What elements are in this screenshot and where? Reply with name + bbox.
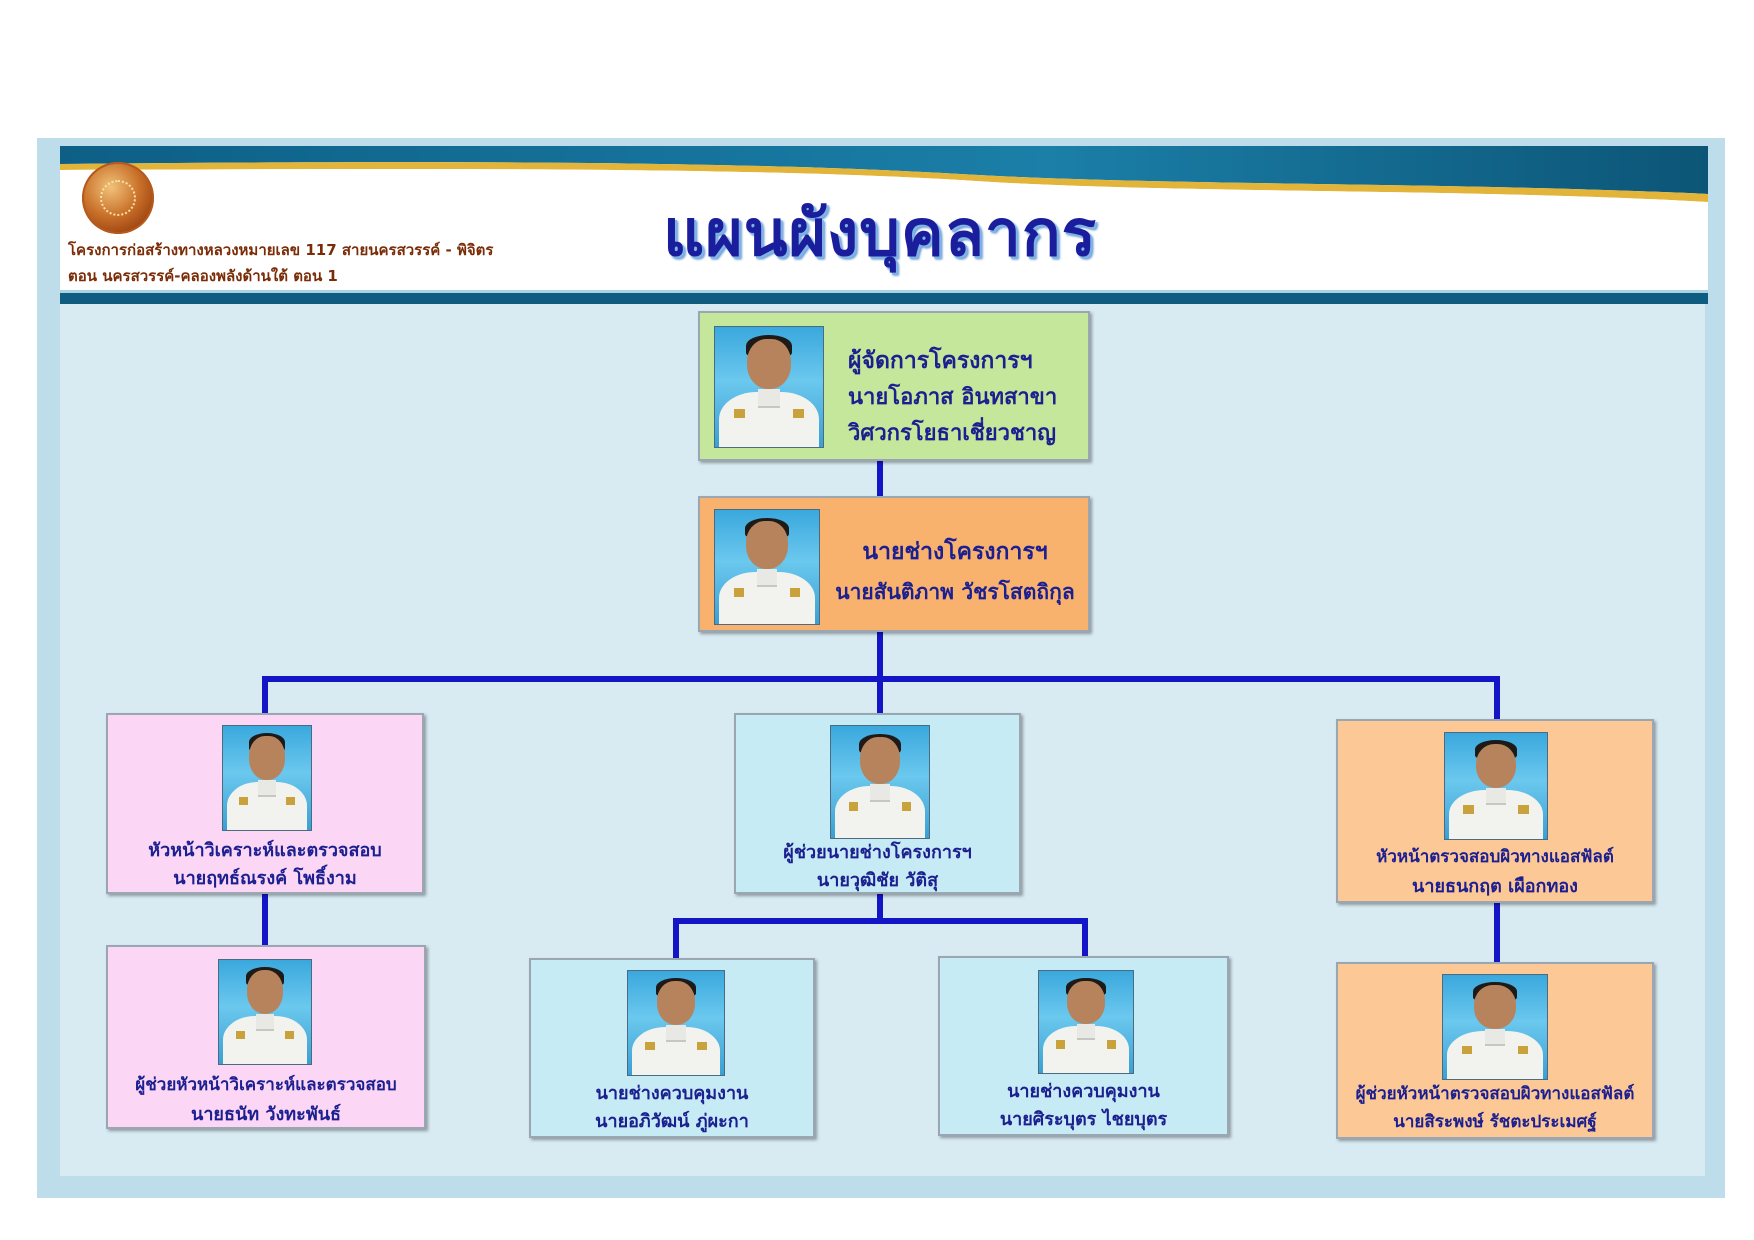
node-asphalt-assistant: ผู้ช่วยหัวหน้าตรวจสอบผิวทางแอสฟัลต์ นายส… — [1336, 962, 1654, 1139]
connector-asphalt-chain — [1494, 902, 1500, 962]
portrait-photo — [627, 970, 725, 1076]
project-engineer-role: นายช่างโครงการฯ — [862, 539, 1048, 565]
portrait-photo — [714, 326, 824, 448]
node-analysis-assistant: ผู้ช่วยหัวหน้าวิเคราะห์และตรวจสอบ นายธนั… — [106, 945, 426, 1129]
analysis-assistant-name: นายธนัท วังทะพันธ์ — [191, 1104, 341, 1125]
node-supervisor-2: นายช่างควบคุมงาน นายศิระบุตร ไชยบุตร — [938, 956, 1229, 1136]
node-asphalt-head: หัวหน้าตรวจสอบผิวทางแอสฟัลต์ นายธนกฤต เผ… — [1336, 719, 1654, 903]
project-engineer-name: นายสันติภาพ วัชรโสตถิกุล — [835, 580, 1075, 604]
asphalt-head-role: หัวหน้าตรวจสอบผิวทางแอสฟัลต์ — [1376, 847, 1614, 867]
connector-engineer-branch — [877, 631, 883, 715]
manager-position: วิศวกรโยธาเชี่ยวชาญ — [848, 421, 1057, 446]
portrait-photo — [830, 725, 930, 839]
asphalt-assistant-role: ผู้ช่วยหัวหน้าตรวจสอบผิวทางแอสฟัลต์ — [1355, 1084, 1635, 1104]
node-assistant-engineer: ผู้ช่วยนายช่างโครงการฯ นายวุฒิชัย วัติสุ — [734, 713, 1021, 894]
supervisor-2-name: นายศิระบุตร ไชยบุตร — [999, 1109, 1168, 1130]
banner-shape — [60, 146, 1708, 304]
asphalt-assistant-name: นายสิระพงษ์ รัชตะประเมศฐ์ — [1393, 1112, 1597, 1132]
assistant-engineer-role: ผู้ช่วยนายช่างโครงการฯ — [783, 842, 972, 863]
asphalt-head-name: นายธนกฤต เผือกทอง — [1412, 876, 1578, 897]
connector-analysis-chain — [262, 893, 268, 945]
connector-to-analysis-head — [262, 676, 268, 714]
page-title: แผนผังบุคลากร — [663, 197, 1097, 271]
portrait-photo — [1444, 732, 1548, 840]
analysis-head-role: หัวหน้าวิเคราะห์และตรวจสอบ — [148, 840, 382, 861]
department-seal-icon — [82, 162, 154, 234]
project-name-line2: ตอน นครสวรรค์-คลองพลังด้านใต้ ตอน 1 — [68, 267, 338, 285]
connector-to-asphalt-head — [1494, 676, 1500, 720]
project-name-line1: โครงการก่อสร้างทางหลวงหมายเลข 117 สายนคร… — [68, 241, 494, 259]
portrait-photo — [1038, 970, 1134, 1074]
portrait-photo — [1442, 974, 1548, 1080]
supervisor-2-role: นายช่างควบคุมงาน — [1007, 1081, 1160, 1102]
node-project-manager: ผู้จัดการโครงการฯ นายโอภาส อินทสาขา วิศว… — [698, 311, 1090, 461]
manager-role: ผู้จัดการโครงการฯ — [848, 348, 1033, 374]
connector-to-supervisor-2 — [1082, 918, 1088, 956]
manager-name: นายโอภาส อินทสาขา — [848, 385, 1058, 410]
header-banner — [60, 146, 1708, 304]
connector-manager-engineer — [877, 461, 883, 497]
supervisor-1-name: นายอภิวัฒน์ ภู่ผะกา — [595, 1111, 749, 1132]
portrait-photo — [714, 509, 820, 625]
connector-horizontal-main — [262, 676, 1500, 682]
portrait-photo — [218, 959, 312, 1065]
connector-assistant-down — [877, 893, 883, 921]
connector-supervisors-horizontal — [673, 918, 1088, 924]
node-supervisor-1: นายช่างควบคุมงาน นายอภิวัฒน์ ภู่ผะกา — [529, 958, 815, 1138]
connector-to-supervisor-1 — [673, 918, 679, 958]
analysis-assistant-role: ผู้ช่วยหัวหน้าวิเคราะห์และตรวจสอบ — [135, 1075, 397, 1095]
portrait-photo — [222, 725, 312, 831]
assistant-engineer-name: นายวุฒิชัย วัติสุ — [816, 870, 939, 891]
node-project-engineer: นายช่างโครงการฯ นายสันติภาพ วัชรโสตถิกุล — [698, 496, 1090, 632]
node-analysis-head: หัวหน้าวิเคราะห์และตรวจสอบ นายฤทธ์ณรงค์ … — [106, 713, 424, 894]
supervisor-1-role: นายช่างควบคุมงาน — [595, 1083, 749, 1104]
analysis-head-name: นายฤทธ์ณรงค์ โพธิ์งาม — [173, 868, 357, 889]
